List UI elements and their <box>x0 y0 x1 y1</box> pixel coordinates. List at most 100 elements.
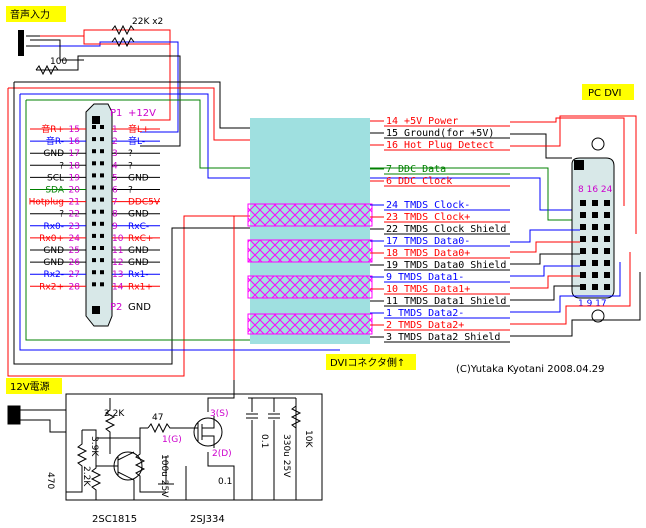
audio-jack <box>18 30 40 56</box>
audio-wiring <box>36 29 181 147</box>
left-pin-number: 20 <box>69 186 81 196</box>
connector-pin <box>100 246 104 250</box>
r47-label: 47 <box>152 413 163 423</box>
pin-g-label: 1(G) <box>162 435 182 445</box>
dvi-pin <box>592 224 598 230</box>
c100u-label: 100u 25V <box>159 454 169 498</box>
connector-pin <box>92 149 96 154</box>
right-signal-label: ? <box>128 161 133 171</box>
right-pin-number: 14 <box>112 282 124 292</box>
right-pin-number: 1 <box>112 125 118 135</box>
right-signal-label: GND <box>128 173 149 183</box>
r-2-2k-top-label: 2.2K <box>104 409 125 419</box>
connector-pin <box>100 185 104 190</box>
dvi-pin-label: 2 TMDS Data2+ <box>386 320 464 331</box>
dvi-pin-label: 24 TMDS Clock- <box>386 200 470 211</box>
connector-pin <box>92 125 96 129</box>
right-signal-label: ? <box>128 186 133 196</box>
pin-s-label: 3(S) <box>210 409 228 419</box>
dvi-pin-row: 1 TMDS Data2- <box>370 308 510 319</box>
dvi-side-label-bg <box>326 354 416 370</box>
right-pin-number: 12 <box>112 258 123 268</box>
dvi-cable-body <box>250 118 370 344</box>
dvi-pin <box>592 272 598 278</box>
dvi-pin <box>580 284 586 290</box>
twisted-pair <box>247 313 373 335</box>
power-12v-label: 12V電源 <box>10 380 50 393</box>
right-signal-label: GND <box>128 246 149 256</box>
left-pin-number: 27 <box>69 270 80 280</box>
left-pin-number: 26 <box>69 258 81 268</box>
dvi-pin <box>580 260 586 266</box>
dvi-pin-row: 14 +5V Power <box>370 116 510 127</box>
left-signal-label: Rx2+ <box>39 282 64 292</box>
dvi-pin <box>604 236 610 242</box>
left-pin-number: 25 <box>69 246 80 256</box>
power-12v-label-bg <box>6 378 62 394</box>
audio-input-label: 音声入力 <box>10 8 50 21</box>
right-pin-number: 4 <box>112 161 118 171</box>
right-pin-number: 3 <box>112 149 118 159</box>
dvi-pin-label: 22 TMDS Clock Shield <box>386 224 506 235</box>
dvi-pin-row: 11 TMDS Data1 Shield <box>370 296 510 307</box>
right-signal-label: DDC5V <box>128 198 161 208</box>
dvi-pin-row: 2 TMDS Data2+ <box>370 320 510 331</box>
left-signal-label: Rx0- <box>43 222 64 232</box>
dvi-pin-row: 24 TMDS Clock- <box>370 200 510 211</box>
p2-pin-label: P2 <box>110 302 122 313</box>
dvi-right-wiring <box>510 115 641 337</box>
p2-gnd-label: GND <box>128 302 151 313</box>
dvi-pin <box>580 272 586 278</box>
dvi-pin-label: 10 TMDS Data1+ <box>386 284 470 295</box>
connector-pin <box>92 233 96 238</box>
connector-pin <box>92 137 96 142</box>
left-signal-label: 音R+ <box>41 123 64 135</box>
dvi-pin-label: 15 Ground(for +5V) <box>386 128 494 139</box>
dvi-pin-label: 11 TMDS Data1 Shield <box>386 296 506 307</box>
resistor-100 <box>35 64 59 76</box>
resistor-100-label: 100 <box>50 57 67 67</box>
audio-input-label-bg <box>6 6 66 22</box>
c330u-label: 330u 25V <box>281 434 291 478</box>
right-signal-label: ? <box>128 149 133 159</box>
dvi-pin <box>580 200 586 206</box>
power-circuit <box>7 380 323 501</box>
right-pin-number: 10 <box>112 234 124 244</box>
right-signal-label: GND <box>128 258 149 268</box>
left-pin-number: 22 <box>69 210 80 220</box>
copyright-text: (C)Yutaka Kyotani 2008.04.29 <box>456 364 605 375</box>
right-pin-number: 2 <box>112 137 118 147</box>
dvi-pin <box>592 260 598 266</box>
left-signal-label: ? <box>59 210 64 220</box>
r2-2k-label: 2.2K <box>81 466 91 487</box>
dvi-pin-label: 18 TMDS Data0+ <box>386 248 470 259</box>
r10k-label: 10K <box>303 430 313 448</box>
dvi-pin-row: 18 TMDS Data0+ <box>370 248 510 259</box>
dvi-pin <box>592 284 598 290</box>
dvi-pin <box>580 236 586 242</box>
left-pin-number: 16 <box>69 137 81 147</box>
p1-pin-label: P1 <box>110 108 122 119</box>
connector-pin <box>92 258 96 263</box>
dvi-pin <box>604 200 610 206</box>
dvi-pin-row: 10 TMDS Data1+ <box>370 284 510 295</box>
connector-pin <box>100 161 104 166</box>
dvi-pin-row: 19 TMDS Data0 Shield <box>370 260 510 271</box>
dvi-pin-label: 9 TMDS Data1- <box>386 272 464 283</box>
dvi-pin <box>604 260 610 266</box>
right-signal-label: 音L+ <box>128 123 150 135</box>
p1-12v-label: +12V <box>128 108 156 119</box>
dvi-pin <box>604 272 610 278</box>
connector-pin <box>100 270 104 275</box>
connector-pin <box>100 137 104 142</box>
connector-pin <box>92 185 96 190</box>
connector-pin <box>92 221 96 226</box>
right-pin-number: 11 <box>112 246 123 256</box>
dvi-side-label: DVIコネクタ側↑ <box>330 356 405 369</box>
